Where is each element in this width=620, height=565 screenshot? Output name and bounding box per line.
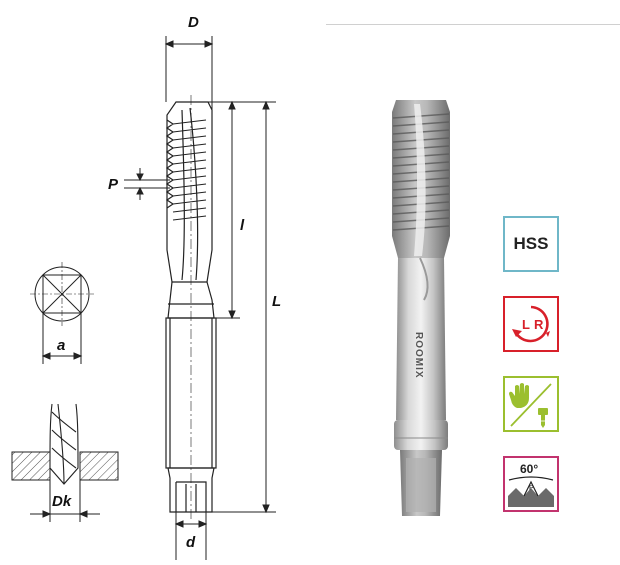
thread-pitch-mark: P: [529, 485, 534, 492]
thread-angle-label: 60°: [520, 462, 538, 476]
badge-thread-angle: 60° P: [503, 456, 559, 512]
label-a: a: [57, 337, 65, 354]
dimension-P: [124, 168, 170, 200]
header-separator: [326, 24, 620, 25]
label-l: l: [240, 217, 245, 234]
dimension-l: [208, 100, 240, 320]
rotation-left-label: L: [522, 317, 530, 332]
machine-tapping-icon: [538, 408, 548, 428]
rotation-lr-icon: L R: [512, 305, 550, 343]
badge-hss: HSS: [503, 216, 559, 272]
dimension-D: [164, 36, 214, 110]
dimension-L: [212, 100, 276, 514]
label-L: L: [272, 293, 281, 310]
drill-hole: [11, 403, 119, 522]
hand-tapping-icon: [509, 383, 552, 428]
label-P: P: [108, 176, 119, 193]
brand-engraving: ROOMIX: [413, 332, 424, 379]
badge-rotation: L R: [503, 296, 559, 352]
badge-hss-label: HSS: [513, 234, 549, 253]
label-Dk: Dk: [52, 493, 72, 510]
badge-hand-machine: [503, 376, 559, 432]
label-d: d: [186, 534, 196, 551]
dimension-d: [174, 512, 208, 560]
label-D: D: [188, 14, 199, 31]
thread-angle-icon: 60° P: [508, 462, 554, 507]
tap-product-image: [392, 100, 450, 516]
rotation-right-label: R: [534, 317, 544, 332]
square-section: [30, 262, 94, 364]
